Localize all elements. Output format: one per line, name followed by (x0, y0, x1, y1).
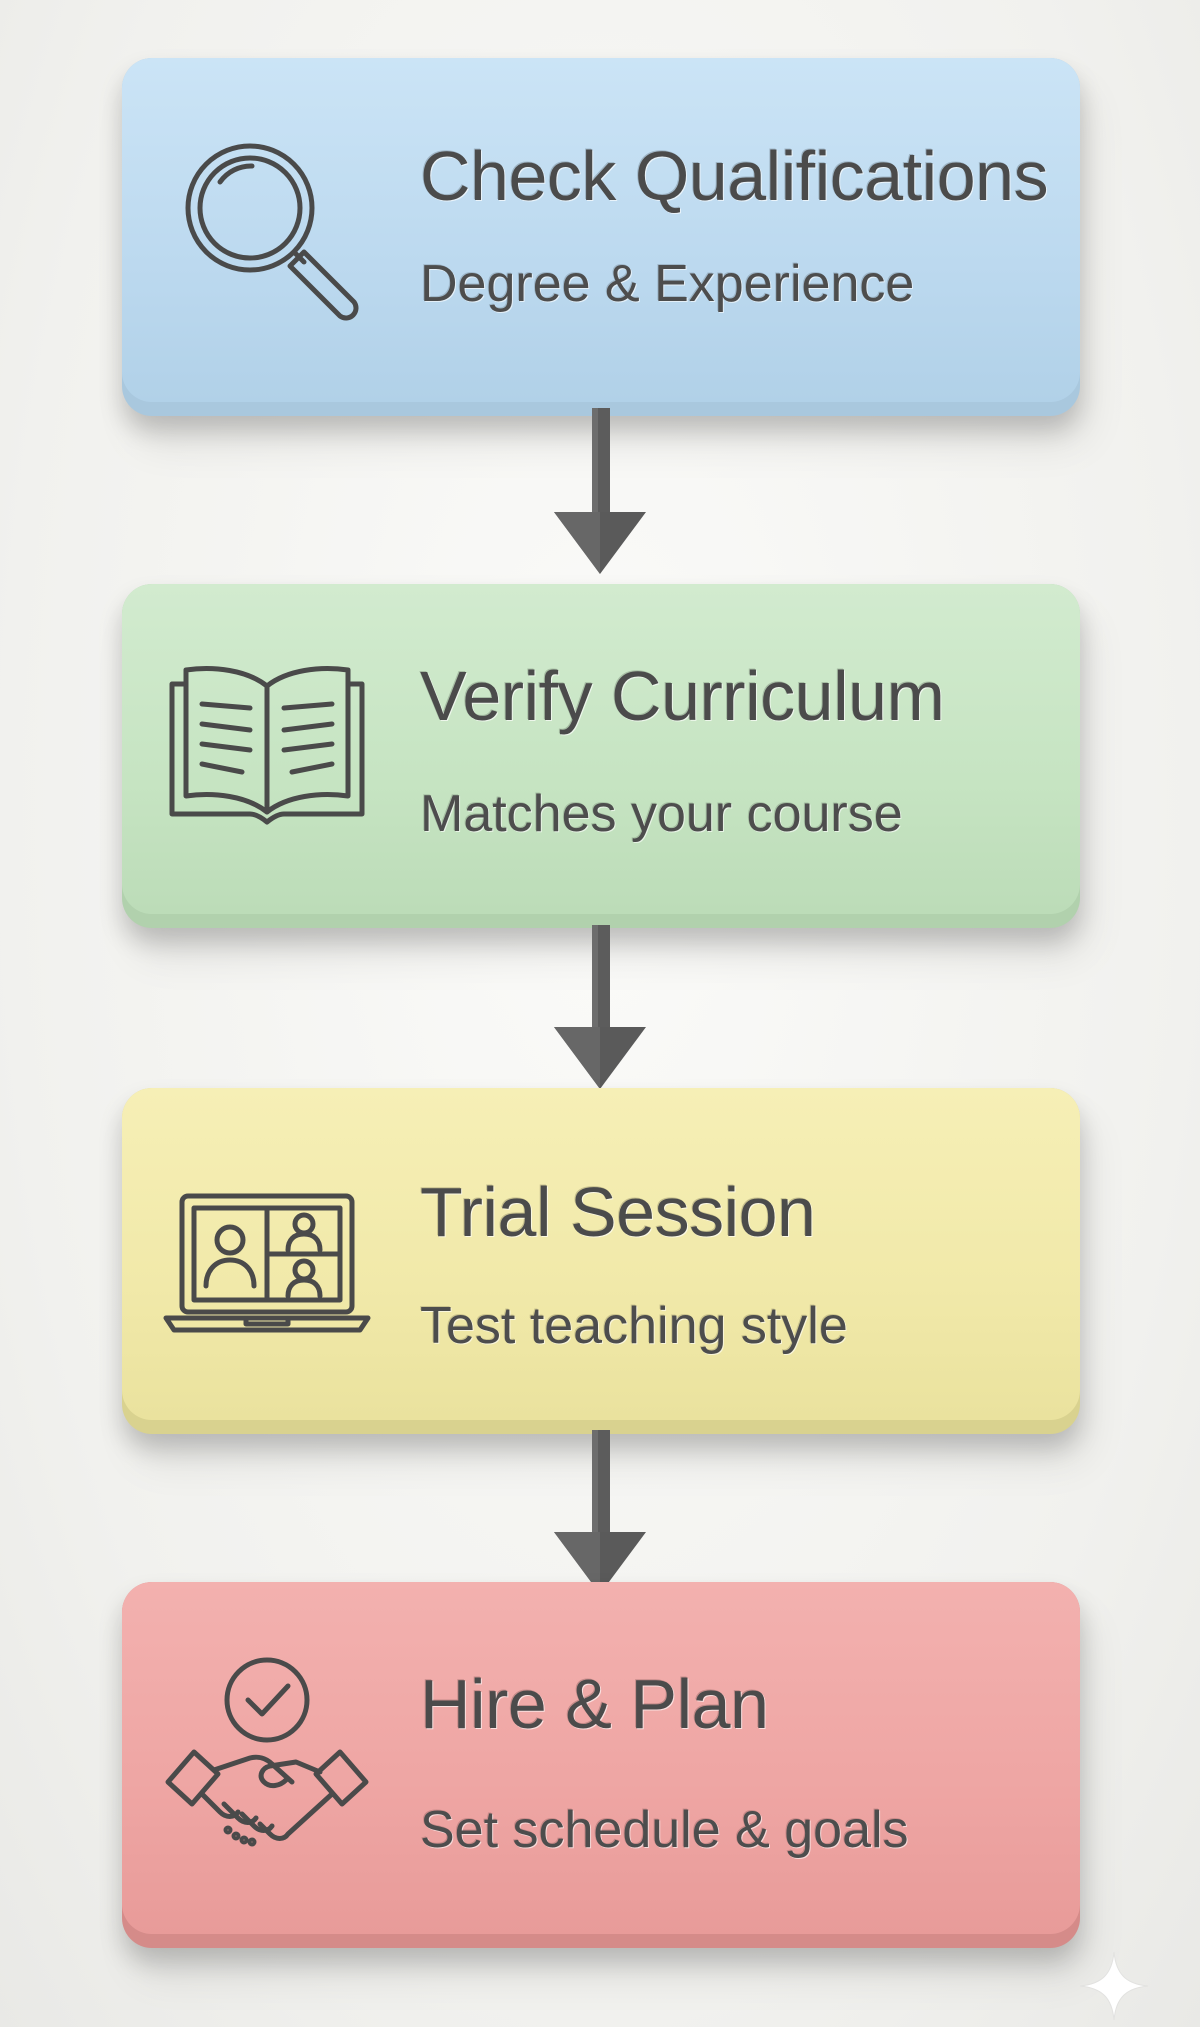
handshake-check-icon (162, 1654, 372, 1864)
step-subtitle: Test teaching style (420, 1297, 848, 1355)
step-card-face (122, 584, 1080, 914)
arrow-down-icon (550, 408, 650, 576)
step-card-trial-session: Trial Session Test teaching style (122, 1088, 1080, 1434)
magnifying-glass-icon (162, 120, 372, 330)
sparkle-icon (1078, 1950, 1150, 2022)
step-title: Check Qualifications (420, 137, 1049, 215)
step-card-face (122, 1582, 1080, 1934)
step-title: Verify Curriculum (420, 657, 945, 735)
open-book-icon (162, 636, 372, 846)
laptop-video-call-icon (162, 1146, 372, 1356)
step-title: Hire & Plan (420, 1665, 769, 1743)
step-title: Trial Session (420, 1173, 816, 1251)
step-subtitle: Degree & Experience (420, 255, 915, 313)
arrow-down-icon (550, 925, 650, 1091)
step-card-verify-curriculum: Verify Curriculum Matches your course (122, 584, 1080, 928)
arrow-down-icon (550, 1430, 650, 1596)
step-card-hire-and-plan: Hire & Plan Set schedule & goals (122, 1582, 1080, 1948)
step-subtitle: Matches your course (420, 785, 903, 843)
step-card-check-qualifications: Check Qualifications Degree & Experience (122, 58, 1080, 416)
step-card-face (122, 58, 1080, 402)
step-subtitle: Set schedule & goals (420, 1801, 909, 1859)
